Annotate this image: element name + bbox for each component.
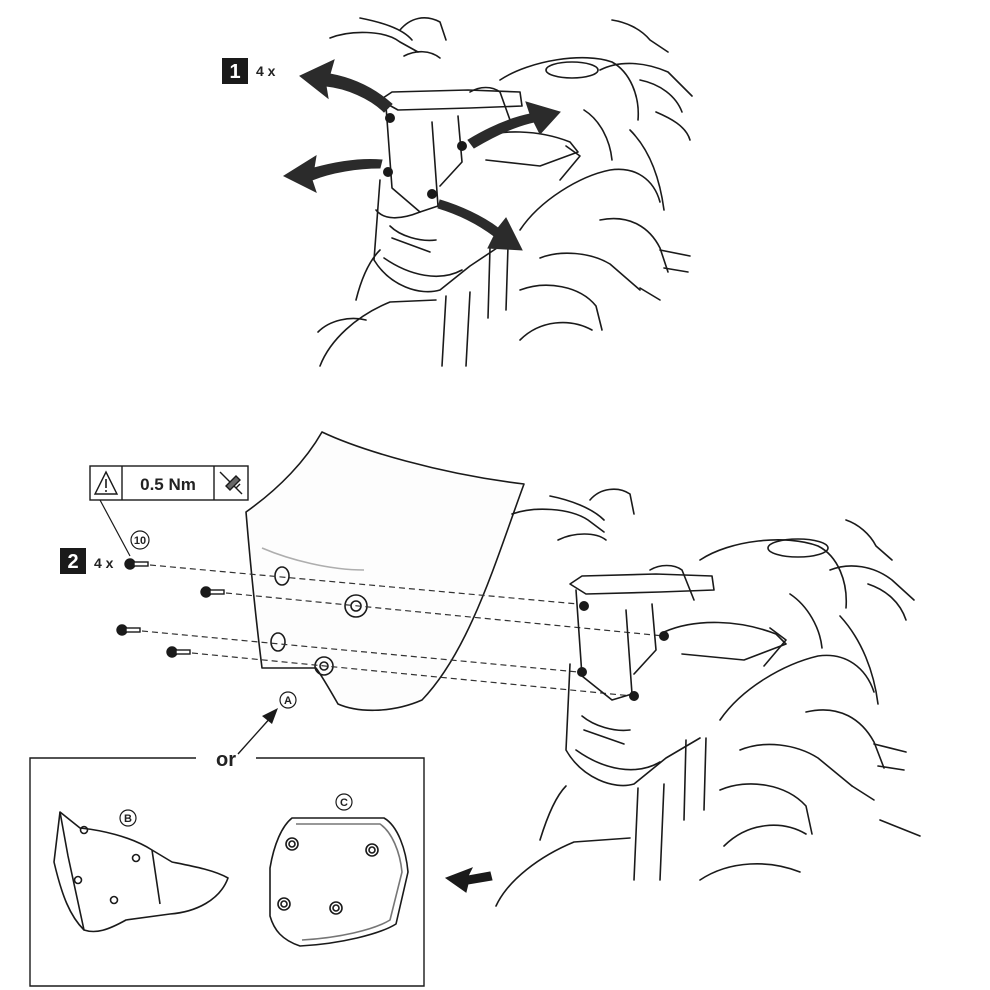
wrench-icon [219,471,243,495]
step-1-quantity: 4 x [256,63,276,79]
step-2-number: 2 [67,551,78,573]
step-1-removal-arrows [282,59,561,251]
torque-value: 0.5 Nm [140,475,196,494]
step-1-number: 1 [229,61,240,83]
svg-text:C: C [340,797,348,809]
assembly-guide-lines [141,564,665,697]
part-reference-10: 10 [130,530,150,550]
torque-spec-box: 0.5 Nm [89,465,249,557]
windshield-b: B [53,809,229,933]
alternatives-box: or B C [29,749,425,987]
part-reference-number: 10 [134,535,146,547]
callout-a: A [237,691,297,755]
windshield-a [245,431,525,712]
step-2-badge: 2 4 x [60,548,114,574]
svg-text:A: A [284,695,292,707]
mounting-bolts [116,558,225,658]
alternative-label: or [216,749,236,771]
arrow-down-left-icon [444,867,493,893]
step-1-badge: 1 4 x [222,58,276,84]
arrow-up-left-icon [299,59,393,113]
arrow-up-right-icon [467,101,561,149]
arrow-down-right-icon [437,199,523,251]
warning-triangle-icon [93,470,119,495]
step-1-illustration [317,17,693,367]
bolt-icon [200,586,225,598]
arrow-up-right-icon [262,708,278,724]
bolt-icon [166,646,191,658]
step-2-illustration [495,488,921,907]
bolt-icon [116,624,141,636]
windshield-c: C [269,793,409,947]
svg-text:B: B [124,813,132,825]
bolt-icon [124,558,149,570]
arrow-left-icon [282,154,383,193]
step-2-quantity: 4 x [94,555,114,571]
